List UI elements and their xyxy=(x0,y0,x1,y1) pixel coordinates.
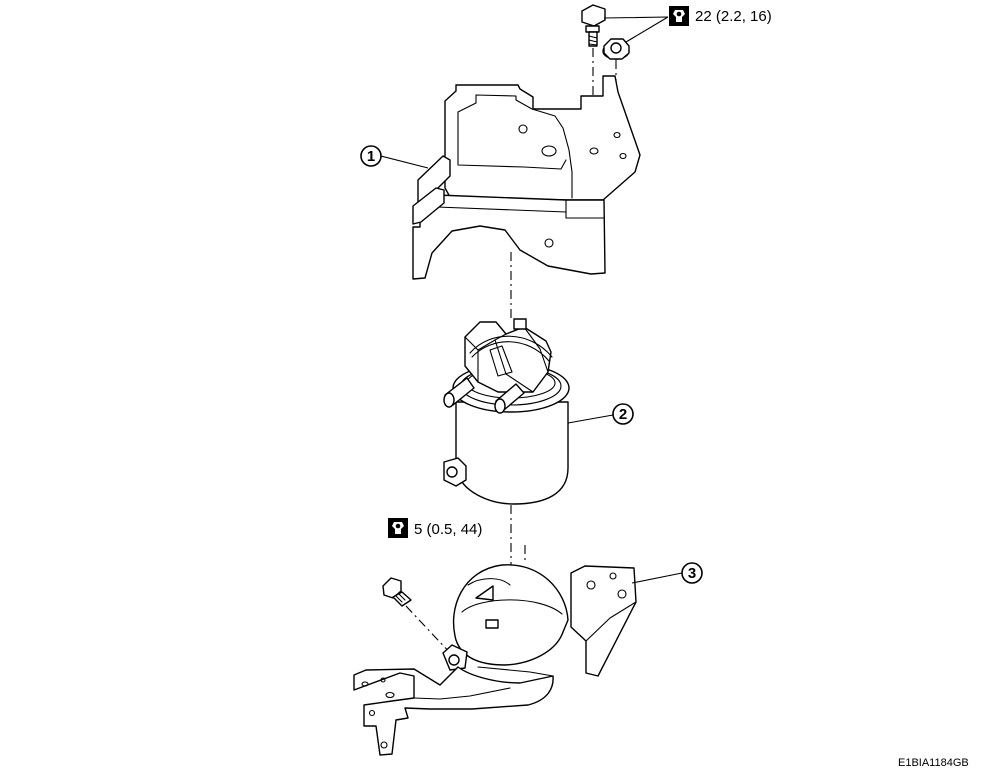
upper-bracket xyxy=(412,75,641,280)
lower-bolt xyxy=(382,577,412,607)
lower-bracket xyxy=(353,564,637,756)
callout-3-number: 3 xyxy=(688,565,696,582)
upper-torque-label: 22 (2.2, 16) xyxy=(603,6,772,43)
upper-torque-value: 22 (2.2, 16) xyxy=(695,8,772,25)
callout-1: 1 xyxy=(360,145,429,169)
upper-bolt xyxy=(581,4,606,47)
fuel-filter xyxy=(443,318,570,505)
lower-torque-value: 5 (0.5, 44) xyxy=(414,521,482,538)
torque-wrench-icon xyxy=(669,6,689,26)
callout-2-number: 2 xyxy=(619,406,627,423)
figure-code: E1BIA1184GB xyxy=(898,757,969,769)
lower-torque-label: 5 (0.5, 44) xyxy=(388,518,482,538)
callout-1-number: 1 xyxy=(367,148,375,165)
torque-wrench-icon xyxy=(388,518,408,538)
callout-3: 3 xyxy=(631,562,703,584)
callout-2: 2 xyxy=(567,403,634,425)
upper-nut xyxy=(602,38,630,60)
